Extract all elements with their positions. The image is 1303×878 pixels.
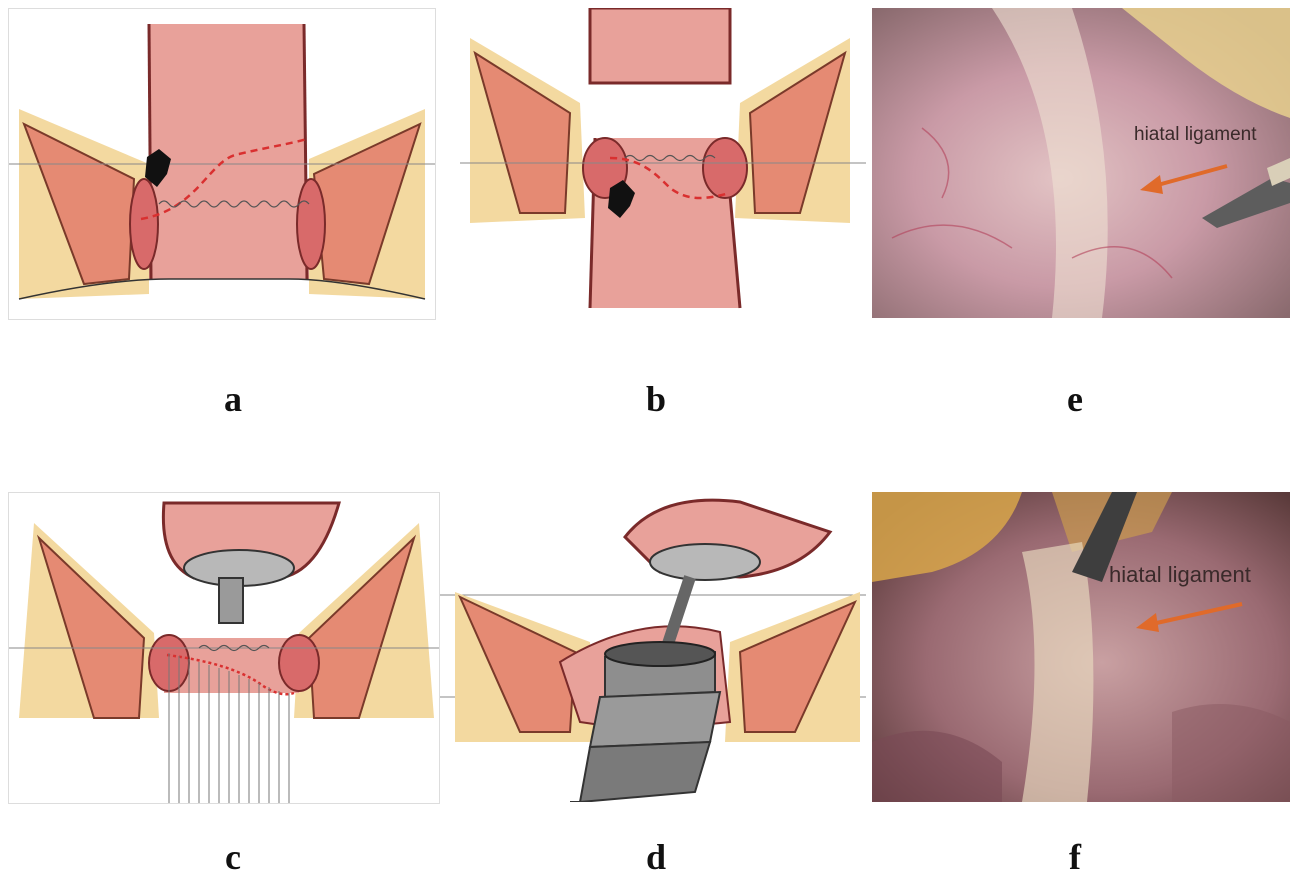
right-sphincter bbox=[703, 138, 747, 198]
panel-c-illustration bbox=[9, 493, 439, 803]
anvil-head bbox=[650, 544, 760, 580]
panel-d-illustration bbox=[440, 492, 866, 802]
panel-e-surgical-image: hiatal ligament bbox=[872, 8, 1290, 318]
panel-b-diagram bbox=[440, 8, 866, 318]
panel-f-label: f bbox=[1045, 836, 1105, 878]
panel-e-photo: hiatal ligament bbox=[872, 8, 1290, 318]
annotation-hiatal-ligament: hiatal ligament bbox=[1134, 124, 1257, 145]
anvil-shaft bbox=[219, 578, 243, 623]
panel-a-illustration bbox=[9, 9, 435, 319]
panel-b-label: b bbox=[626, 378, 686, 420]
annotation-hiatal-ligament: hiatal ligament bbox=[1109, 562, 1251, 587]
right-sphincter bbox=[279, 635, 319, 691]
panel-e-label: e bbox=[1045, 378, 1105, 420]
panel-d-diagram bbox=[440, 492, 866, 802]
panel-c-diagram bbox=[8, 492, 440, 804]
panel-f-surgical-image: hiatal ligament bbox=[872, 492, 1290, 802]
proximal-stump bbox=[590, 8, 730, 83]
panel-b-illustration bbox=[440, 8, 866, 318]
rectum-tube bbox=[149, 24, 309, 279]
panel-a-label: a bbox=[203, 378, 263, 420]
panel-c-label: c bbox=[203, 836, 263, 878]
panel-a-diagram bbox=[8, 8, 436, 320]
left-sphincter bbox=[130, 179, 158, 269]
panel-d-label: d bbox=[626, 836, 686, 878]
right-sphincter bbox=[297, 179, 325, 269]
panel-f-photo: hiatal ligament bbox=[872, 492, 1290, 802]
